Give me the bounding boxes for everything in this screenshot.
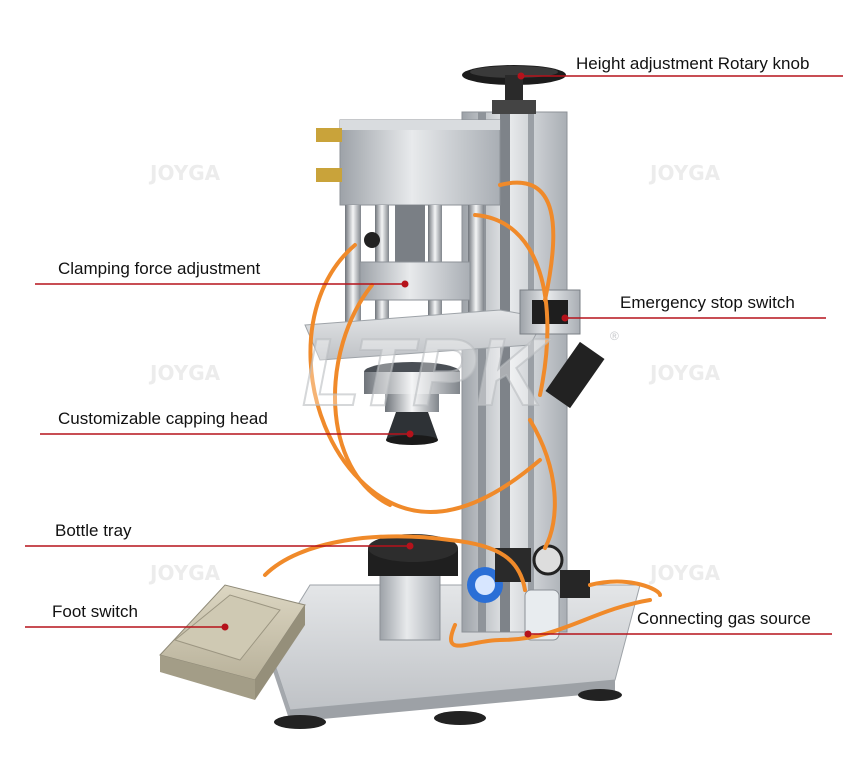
watermark-2: JOYGA [648,161,721,185]
label-emergency-stop-switch: Emergency stop switch [620,293,795,312]
callout-dot-height-knob [517,72,525,80]
label-clamping-force-adjustment: Clamping force adjustment [58,259,261,278]
label-foot-switch: Foot switch [52,602,138,621]
bottle-tray [368,534,458,641]
registered-mark: ® [610,329,619,343]
callout-lines [25,72,843,638]
air-tubing [263,180,662,648]
callout-dot-emergency [561,314,569,322]
callout-dot-gas-source [524,630,532,638]
clamping-block [359,232,471,301]
capping-head [364,362,460,445]
foot-pedal [159,584,306,700]
air-cylinder [316,119,501,206]
emergency-stop-valve [519,289,605,409]
watermark-5: JOYGA [148,561,221,585]
callout-dot-clamping [401,280,409,288]
watermark-4: JOYGA [648,361,721,385]
callout-dot-bottle-tray [406,542,414,550]
logo-text: LTPK [302,319,552,426]
label-bottle-tray: Bottle tray [55,521,132,540]
label-height-adjustment-knob: Height adjustment Rotary knob [576,54,810,73]
rotary-knob [462,65,566,114]
base-plate [269,584,641,729]
watermark-1: JOYGA [148,161,221,185]
label-customizable-capping-head: Customizable capping head [58,409,268,428]
watermark-3: JOYGA [148,361,221,385]
callout-dot-foot-switch [221,623,229,631]
watermark-group: JOYGA JOYGA JOYGA JOYGA JOYGA JOYGA [148,161,721,585]
filter-regulator [467,544,590,641]
watermark-6: JOYGA [648,561,721,585]
callout-dot-capping-head [406,430,414,438]
brand-logo: LTPK ® [301,318,619,427]
label-connecting-gas-source: Connecting gas source [637,609,811,628]
